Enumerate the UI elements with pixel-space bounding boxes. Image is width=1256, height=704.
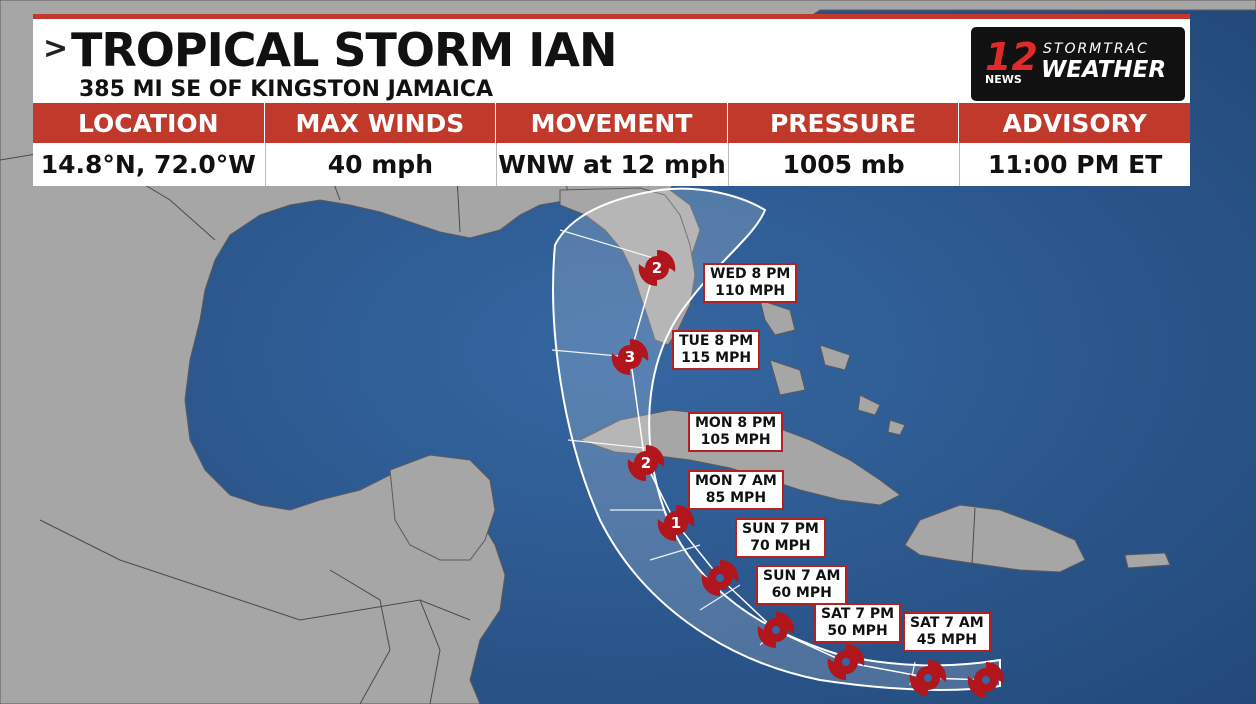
storm-icon-mon-pm	[627, 445, 665, 481]
land-yucatan	[389, 454, 496, 561]
logo-line1: STORMTRAC	[1043, 41, 1149, 57]
storm-header: > TROPICAL STORM IAN 385 MI SE OF KINGST…	[33, 14, 1190, 186]
forecast-label-sun-7am: SUN 7 AM 60 MPH	[756, 565, 848, 605]
info-label: MAX WINDS	[264, 103, 496, 143]
forecast-time: SUN 7 AM	[763, 568, 841, 584]
info-advisory: ADVISORY 11:00 PM ET	[958, 103, 1190, 186]
storm-subtitle: 385 MI SE OF KINGSTON JAMAICA	[79, 77, 494, 102]
storm-title: TROPICAL STORM IAN	[71, 23, 617, 77]
logo-line2: WEATHER	[1041, 57, 1167, 83]
title-bar: > TROPICAL STORM IAN 385 MI SE OF KINGST…	[33, 14, 1190, 103]
forecast-label-mon-7am: MON 7 AM 85 MPH	[688, 470, 784, 510]
forecast-wind: 60 MPH	[771, 585, 832, 601]
info-label: LOCATION	[33, 103, 264, 143]
category-label-mon-am: 1	[671, 514, 681, 532]
category-label-wed: 2	[652, 259, 662, 277]
land-puerto-rico	[1124, 552, 1171, 569]
storm-icon-sat-am	[909, 660, 947, 696]
border-haiti-dr	[971, 507, 976, 566]
info-value: 11:00 PM ET	[959, 143, 1190, 186]
forecast-wind: 45 MPH	[916, 632, 977, 648]
forecast-wind: 50 MPH	[827, 623, 888, 639]
storm-icon-sat-pm	[827, 644, 865, 680]
land-bahamas	[759, 299, 906, 436]
land-florida	[559, 187, 696, 346]
forecast-time: SAT 7 AM	[910, 615, 984, 631]
info-value: 1005 mb	[727, 143, 959, 186]
category-label-mon-pm: 2	[641, 454, 651, 472]
info-label: ADVISORY	[959, 103, 1190, 143]
storm-icon-tue	[611, 339, 649, 375]
category-label-tue: 3	[625, 348, 635, 366]
forecast-wind: 110 MPH	[715, 283, 786, 299]
forecast-wind: 85 MPH	[705, 490, 767, 506]
station-logo: 12 NEWS STORMTRAC WEATHER	[971, 27, 1185, 101]
info-value: 14.8°N, 72.0°W	[33, 143, 264, 186]
forecast-time: MON 7 AM	[695, 473, 777, 489]
forecast-label-sun-7pm: SUN 7 PM 70 MPH	[735, 518, 826, 558]
storm-icon-sun-am	[757, 612, 795, 648]
storm-icon-wed	[638, 250, 676, 286]
forecast-label-mon-8pm: MON 8 PM 105 MPH	[688, 412, 784, 452]
forecast-wind: 70 MPH	[750, 538, 811, 554]
info-max-winds: MAX WINDS 40 mph	[263, 103, 496, 186]
storm-icon-mon-am	[657, 505, 695, 541]
forecast-time: WED 8 PM	[710, 266, 791, 282]
chevron-right-icon: >	[43, 31, 69, 66]
forecast-cone	[552, 187, 1001, 691]
forecast-time: MON 8 PM	[695, 415, 777, 431]
storm-icon-current	[967, 662, 1005, 698]
forecast-wind: 105 MPH	[700, 432, 771, 448]
storm-symbols	[611, 250, 1005, 698]
logo-number: 12	[985, 35, 1038, 79]
forecast-label-sat-7pm: SAT 7 PM 50 MPH	[814, 603, 902, 643]
forecast-label-wed-8pm: WED 8 PM 110 MPH	[703, 263, 798, 303]
forecast-label-tue-8pm: TUE 8 PM 115 MPH	[672, 330, 761, 370]
storm-info-table: LOCATION 14.8°N, 72.0°W MAX WINDS 40 mph…	[33, 103, 1190, 186]
forecast-label-sat-7am: SAT 7 AM 45 MPH	[903, 612, 991, 652]
info-value: WNW at 12 mph	[496, 143, 727, 186]
forecast-time: TUE 8 PM	[679, 333, 754, 349]
storm-icon-sun-pm	[701, 560, 739, 596]
forecast-time: SUN 7 PM	[742, 521, 819, 537]
info-value: 40 mph	[264, 143, 496, 186]
info-label: PRESSURE	[727, 103, 959, 143]
forecast-wind: 115 MPH	[681, 350, 752, 366]
logo-news: NEWS	[985, 73, 1022, 86]
info-label: MOVEMENT	[496, 103, 727, 143]
info-location: LOCATION 14.8°N, 72.0°W	[33, 103, 264, 186]
forecast-time: SAT 7 PM	[821, 606, 895, 622]
info-pressure: PRESSURE 1005 mb	[726, 103, 959, 186]
info-movement: MOVEMENT WNW at 12 mph	[495, 103, 727, 186]
land-hispaniola	[904, 504, 1086, 573]
